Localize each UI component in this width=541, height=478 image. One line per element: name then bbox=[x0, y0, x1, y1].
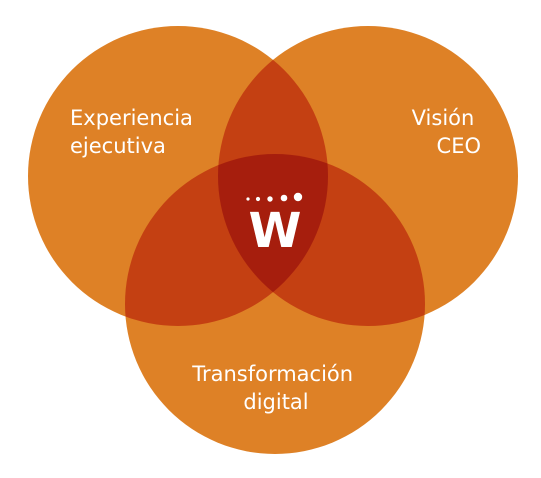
label-vision-line-1: Visión bbox=[412, 106, 475, 130]
logo-dot-1 bbox=[246, 197, 250, 201]
logo-letter: W bbox=[249, 203, 302, 259]
logo-dot-5 bbox=[293, 192, 303, 202]
logo-dot-2 bbox=[255, 196, 261, 202]
label-vision-line-2: CEO bbox=[437, 134, 481, 158]
label-transformacion-line-1: Transformación bbox=[191, 362, 353, 386]
label-transformacion: Transformación digital bbox=[191, 362, 360, 414]
label-transformacion-line-2: digital bbox=[243, 390, 308, 414]
label-vision: Visión CEO bbox=[412, 106, 481, 158]
label-experiencia-line-1: Experiencia bbox=[70, 106, 193, 130]
label-experiencia: Experiencia ejecutiva bbox=[70, 106, 200, 158]
label-experiencia-line-2: ejecutiva bbox=[70, 134, 166, 158]
w-logo-icon: W bbox=[246, 192, 303, 259]
logo-dot-3 bbox=[267, 196, 273, 202]
logo-dot-4 bbox=[280, 194, 288, 202]
